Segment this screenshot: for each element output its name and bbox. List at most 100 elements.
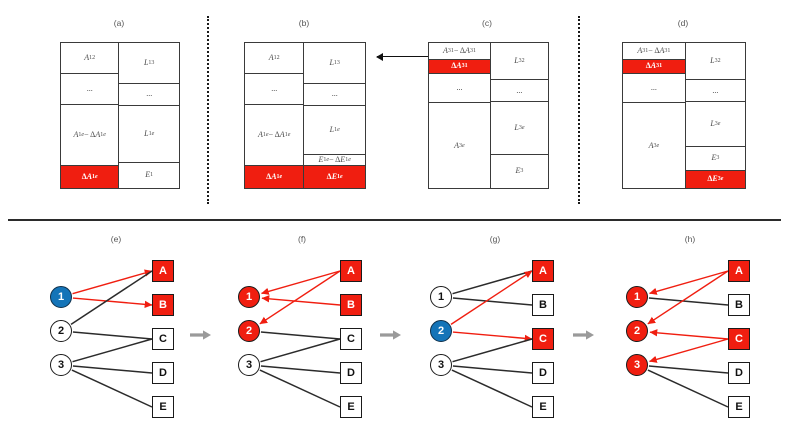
graph-node-square-a[interactable]: A	[152, 260, 174, 282]
graph-edge	[452, 338, 533, 363]
panel-label-d: (d)	[677, 18, 689, 28]
graph-edge	[259, 369, 341, 408]
graph-edges	[259, 270, 341, 408]
graph-node-square-d[interactable]: D	[152, 362, 174, 384]
graph-node-circle-2[interactable]: 2	[626, 320, 648, 342]
graph-node-square-b[interactable]: B	[532, 294, 554, 316]
graph-node-circle-1[interactable]: 1	[430, 286, 452, 308]
graph-edge	[259, 270, 341, 325]
graph-edge	[648, 297, 729, 306]
graph-edge	[450, 270, 533, 325]
panel-label-h: (h)	[684, 234, 696, 244]
graph-node-circle-2[interactable]: 2	[430, 320, 452, 342]
divider-dotted-2	[578, 16, 580, 204]
graph-node-circle-2[interactable]: 2	[238, 320, 260, 342]
matrix-cell: ...	[304, 83, 365, 107]
graph-node-circle-3[interactable]: 3	[430, 354, 452, 376]
graph-node-square-d[interactable]: D	[728, 362, 750, 384]
graph-node-circle-3[interactable]: 3	[238, 354, 260, 376]
graph-node-square-b[interactable]: B	[728, 294, 750, 316]
graph-edge	[452, 365, 533, 374]
graph-node-square-e[interactable]: E	[152, 396, 174, 418]
graph-edge	[72, 297, 153, 308]
graph-edge	[261, 270, 341, 295]
graph-node-square-b[interactable]: B	[340, 294, 362, 316]
panel-label-c: (c)	[482, 18, 492, 28]
graph-node-square-e[interactable]: E	[340, 396, 362, 418]
graph-node-square-a[interactable]: A	[340, 260, 362, 282]
graph-edge	[72, 338, 153, 363]
panel-label-g: (g)	[489, 234, 501, 244]
graph-node-circle-1[interactable]: 1	[238, 286, 260, 308]
step-arrow-e-to-f	[190, 330, 211, 340]
graph-node-square-c[interactable]: C	[340, 328, 362, 350]
graph-edge	[649, 329, 729, 340]
graph-node-square-a[interactable]: A	[532, 260, 554, 282]
graph-edge	[72, 331, 153, 340]
graph-edges	[70, 269, 153, 408]
graph-edge	[261, 295, 341, 306]
graph-node-circle-2[interactable]: 2	[50, 320, 72, 342]
graph-node-square-c[interactable]: C	[728, 328, 750, 350]
graph-node-square-b[interactable]: B	[152, 294, 174, 316]
graph-node-circle-3[interactable]: 3	[626, 354, 648, 376]
graph-node-square-d[interactable]: D	[340, 362, 362, 384]
graph-edge	[647, 270, 729, 325]
graph-node-square-e[interactable]: E	[532, 396, 554, 418]
graph-node-circle-3[interactable]: 3	[50, 354, 72, 376]
step-arrow-g-to-h	[573, 330, 594, 340]
graph-node-square-c[interactable]: C	[152, 328, 174, 350]
graph-node-square-e[interactable]: E	[728, 396, 750, 418]
graph-edges	[647, 270, 729, 408]
graph-node-circle-1[interactable]: 1	[626, 286, 648, 308]
graph-edge	[72, 365, 153, 374]
matrix-cell: ...	[429, 74, 490, 104]
matrix-cell: ...	[119, 83, 179, 107]
graph-edge	[648, 365, 729, 374]
graph-edge	[452, 331, 533, 342]
graph-node-square-c[interactable]: C	[532, 328, 554, 350]
graph-node-square-a[interactable]: A	[728, 260, 750, 282]
panel-label-f: (f)	[297, 234, 307, 244]
panel-label-a: (a)	[113, 18, 125, 28]
graph-node-square-d[interactable]: D	[532, 362, 554, 384]
graph-node-circle-1[interactable]: 1	[50, 286, 72, 308]
graph-edge	[70, 270, 153, 326]
graph-edge	[452, 297, 533, 306]
graph-edge	[260, 331, 341, 340]
matrix-cell: ...	[490, 79, 548, 103]
matrix-cell: ...	[685, 79, 745, 103]
graph-edge	[647, 369, 729, 408]
graph-edge	[649, 338, 729, 363]
